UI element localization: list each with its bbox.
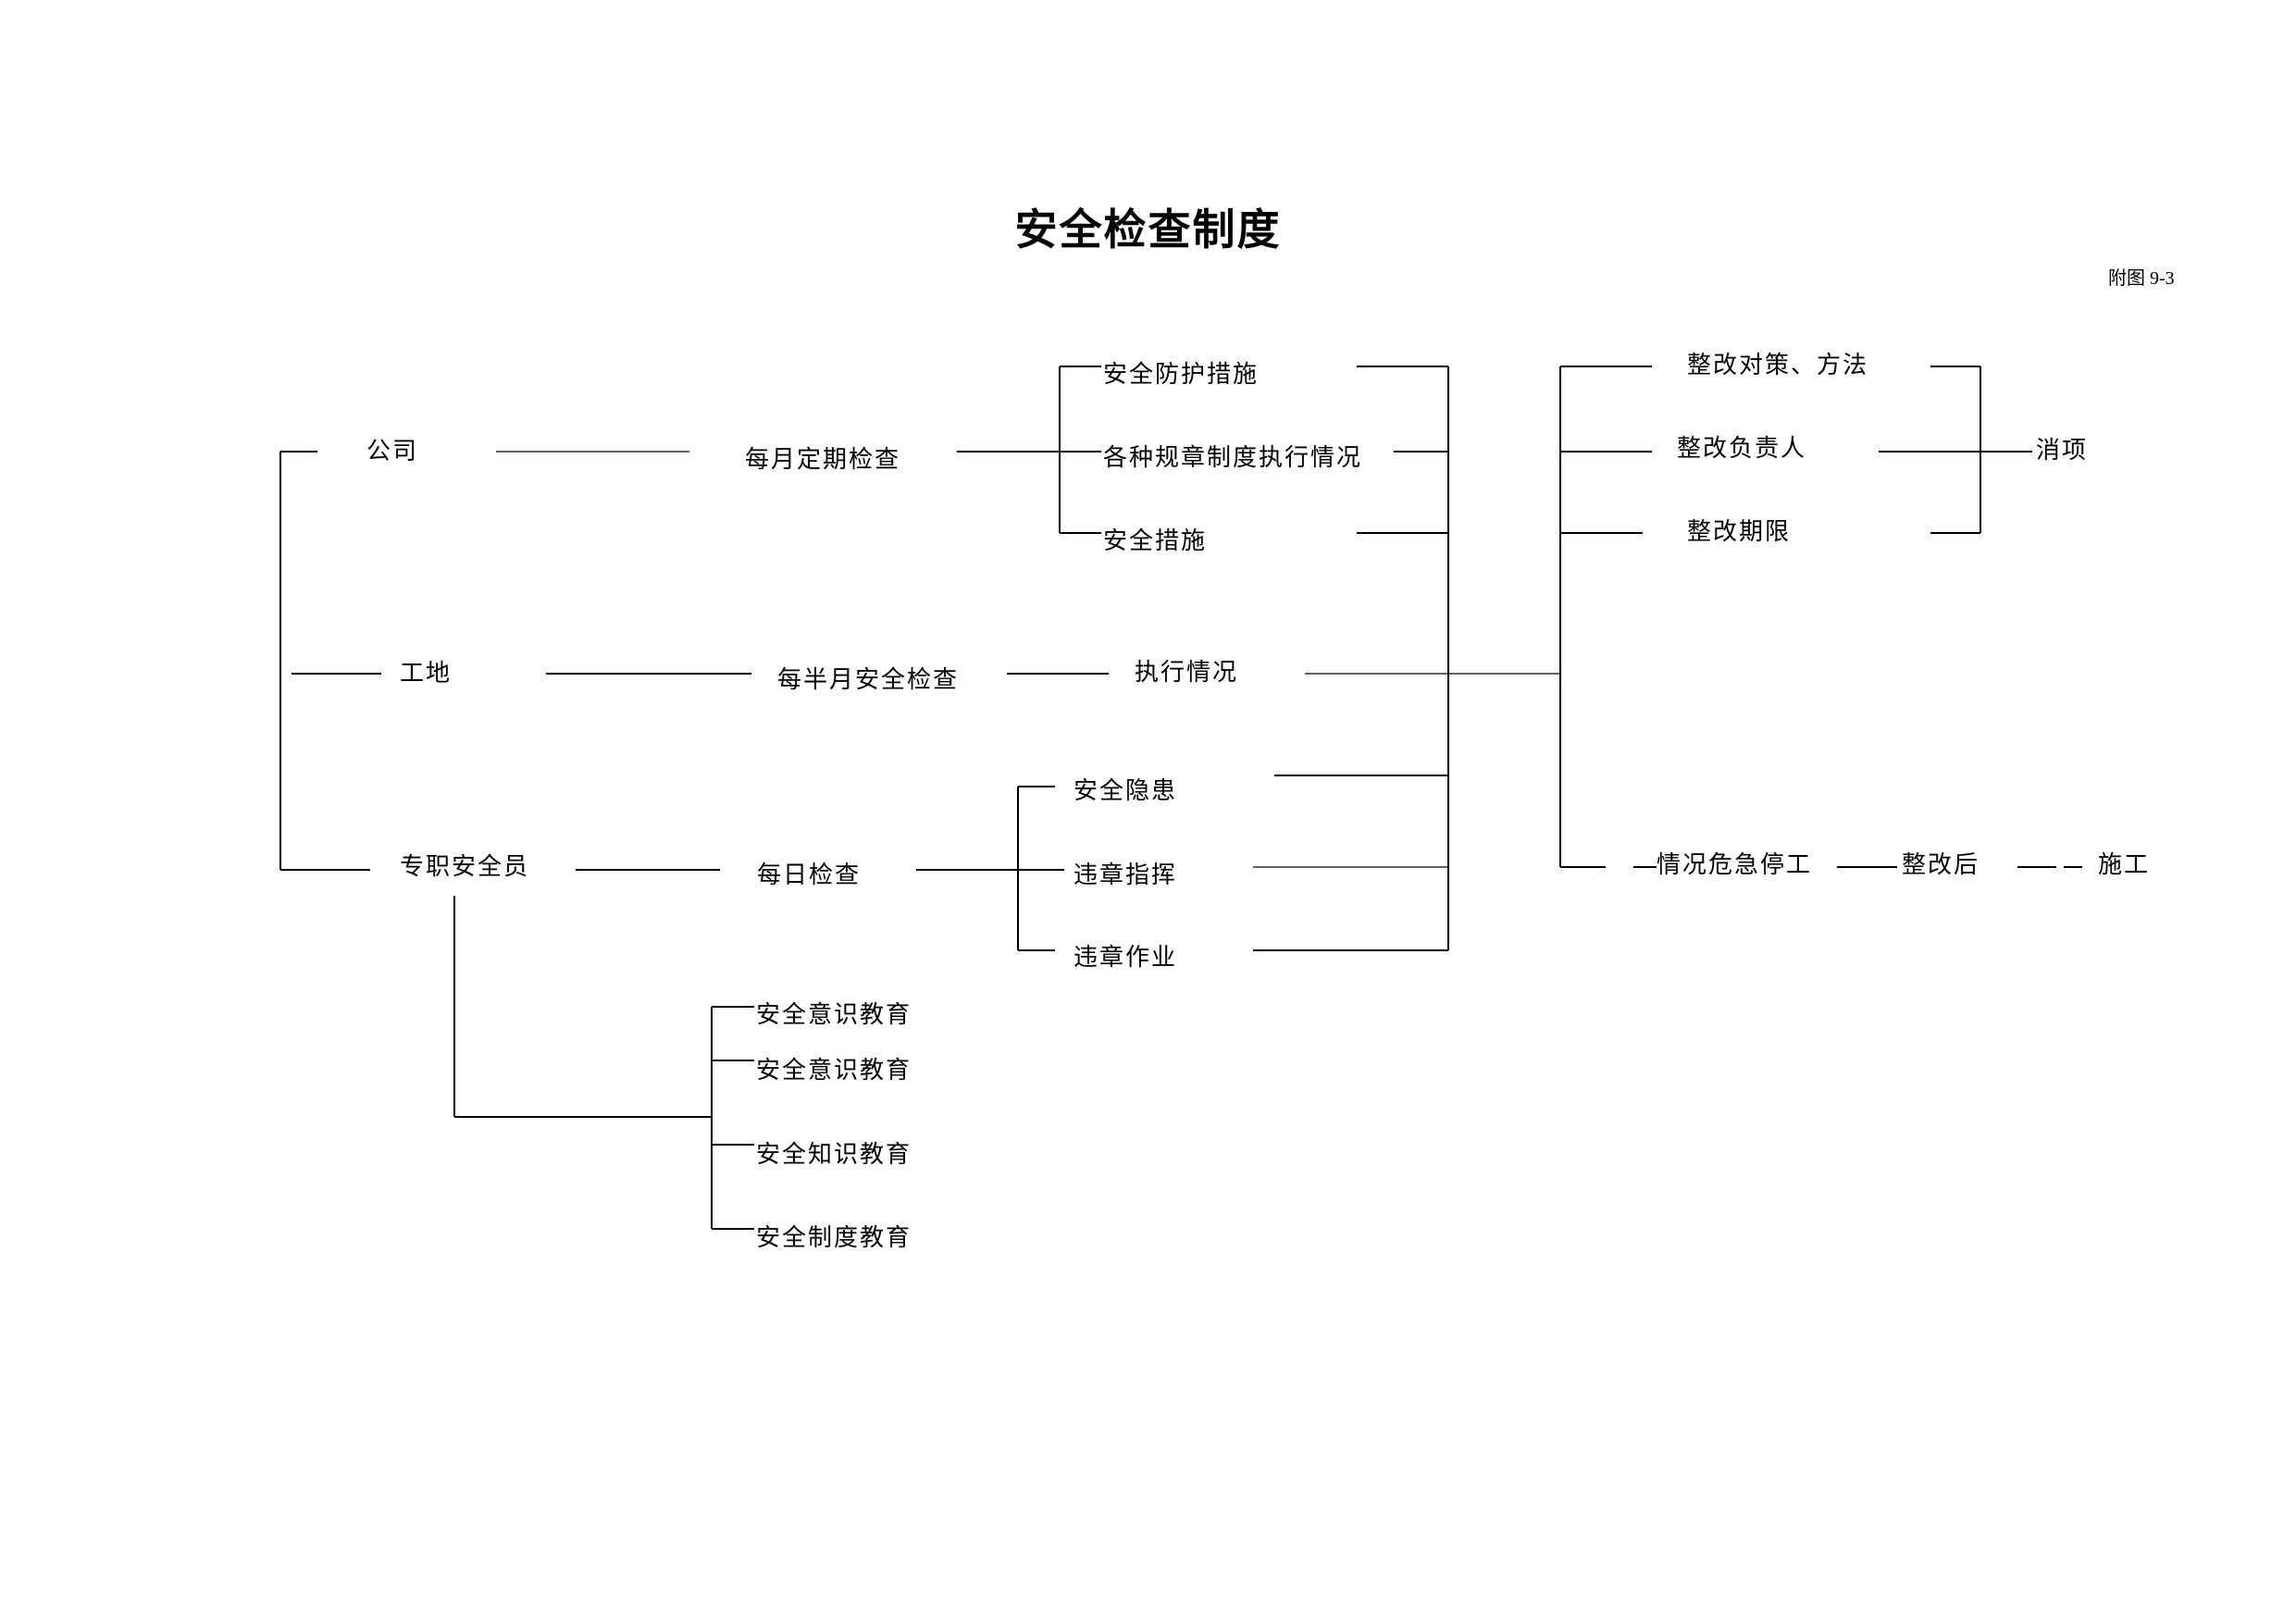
page-title: 安全检查制度 (1014, 205, 1282, 254)
node-rectify-methods: 整改对策、方法 (1687, 352, 1869, 379)
node-emergency-stop: 情况危急停工 (1657, 851, 1813, 879)
node-rectify-deadline: 整改期限 (1687, 518, 1792, 546)
node-safety-measures: 安全措施 (1103, 527, 1208, 555)
node-safety-officer: 专职安全员 (400, 853, 530, 881)
node-hazards: 安全隐患 (1074, 777, 1178, 805)
node-rectify-owner: 整改负责人 (1677, 435, 1807, 463)
node-close-item: 消项 (2036, 437, 2089, 465)
node-daily-check: 每日检查 (757, 862, 862, 889)
node-edu-knowledge: 安全知识教育 (756, 1141, 912, 1169)
node-monthly-check: 每月定期检查 (745, 446, 901, 474)
node-protection: 安全防护措施 (1103, 361, 1260, 389)
node-biweekly-check: 每半月安全检查 (777, 666, 960, 694)
node-construction: 施工 (2098, 851, 2151, 879)
node-site: 工地 (400, 660, 453, 688)
node-edu-system: 安全制度教育 (756, 1224, 912, 1252)
node-execution-status: 执行情况 (1135, 659, 1239, 687)
node-rules-execution: 各种规章制度执行情况 (1103, 444, 1363, 472)
node-after-rectify: 整改后 (1902, 851, 1980, 879)
node-violation-command: 违章指挥 (1074, 862, 1178, 889)
figure-label: 附图 9-3 (2108, 268, 2175, 289)
node-edu-awareness-2: 安全意识教育 (756, 1057, 912, 1085)
node-edu-awareness-1: 安全意识教育 (756, 1001, 912, 1029)
node-company: 公司 (366, 438, 419, 465)
node-violation-work: 违章作业 (1074, 944, 1178, 972)
